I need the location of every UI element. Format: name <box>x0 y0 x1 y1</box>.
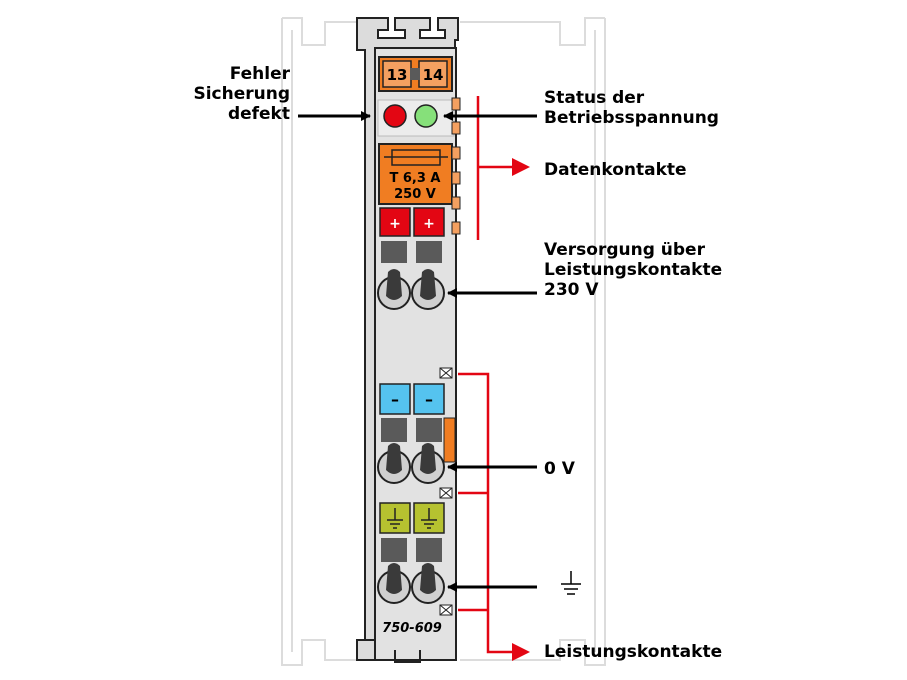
clamp-group-2 <box>377 418 445 484</box>
power-contact-markers <box>439 367 453 616</box>
label-0v: 0 V <box>544 459 575 479</box>
data-contact-arrow <box>512 158 530 176</box>
led-area <box>377 99 455 137</box>
label-status-betriebsspannung: Status der Betriebsspannung <box>544 88 719 128</box>
minus-terminals: – – <box>379 383 456 463</box>
plus-terminals: + + <box>379 207 445 237</box>
led-red <box>383 104 407 128</box>
power-contact-arrow <box>512 643 530 661</box>
clamp-group-3 <box>377 538 445 604</box>
fuse-voltage: 250 V <box>394 187 436 202</box>
ground-symbol-icon <box>387 508 437 529</box>
led-green <box>414 104 438 128</box>
data-contact-bracket <box>476 96 515 240</box>
plus-symbol-1: + <box>389 216 401 232</box>
label-versorgung: Versorgung über Leistungskontakte 230 V <box>544 240 723 300</box>
earth-ground-icon <box>561 571 581 595</box>
din-rail <box>281 17 606 666</box>
ground-terminals <box>379 502 445 534</box>
fuse-rating: T 6,3 A <box>389 171 440 186</box>
minus-symbol-1: – <box>391 390 399 409</box>
data-contacts <box>451 97 461 235</box>
plus-symbol-2: + <box>423 216 435 232</box>
minus-symbol-2: – <box>425 390 433 409</box>
model-number: 750-609 <box>382 621 442 636</box>
label-leistungskontakte: Leistungskontakte <box>544 642 723 662</box>
label-fehler-sicherung: Fehler Sicherung defekt <box>193 64 290 124</box>
power-contact-bracket <box>458 372 515 654</box>
clamp-group-1 <box>377 241 445 310</box>
fuse-holder: T 6,3 A 250 V <box>378 143 453 205</box>
label-datenkontakte: Datenkontakte <box>544 160 687 180</box>
terminal-number-14: 14 <box>423 66 444 84</box>
terminal-number-13: 13 <box>387 66 408 84</box>
black-arrows <box>298 111 537 592</box>
terminal-block-13-14: 13 14 <box>378 56 453 92</box>
